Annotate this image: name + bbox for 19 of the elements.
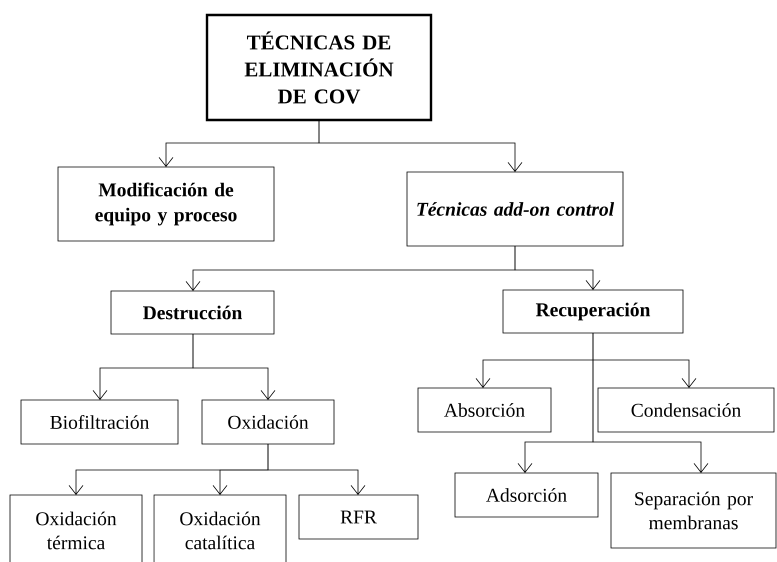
technique-box: Biofiltración [20,400,178,444]
arrow [268,444,366,495]
technique-box: RFR [298,494,418,540]
technique-box: Oxidación térmica [10,494,142,562]
category-box: Recuperación [502,290,684,334]
title-box: TÉCNICAS DE ELIMINACIÓN DE COV [206,14,432,122]
technique-box: Oxidación [202,400,334,444]
technique-box: Absorción [418,388,552,432]
arrow [318,120,522,172]
category-box: Destrucción [110,290,274,334]
arrow [514,246,600,290]
technique-box: Separación por membranas [610,472,776,548]
category-box: Técnicas add-on control [406,172,624,246]
technique-box: Oxidación catalítica [154,494,286,562]
technique-box: Condensación [598,388,774,432]
arrow [592,332,708,473]
arrow [192,334,276,400]
technique-box: Adsorción [454,472,598,518]
category-box: Modificación de equipo y proceso [58,166,274,242]
